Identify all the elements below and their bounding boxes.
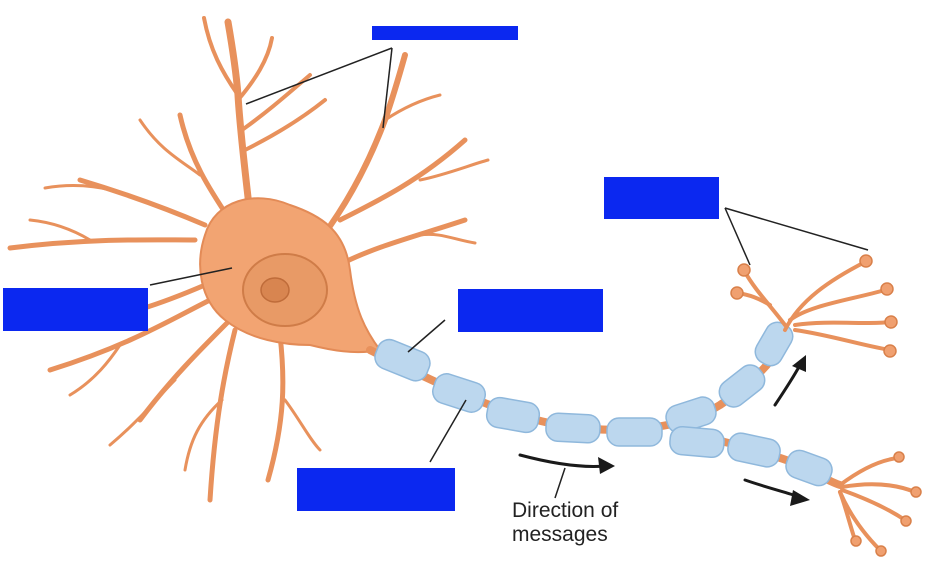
dendrites-label-box [372,26,518,40]
cell-body-label-box [3,288,148,331]
direction-caption: Direction of messages [512,499,618,547]
leader-lines [149,47,869,463]
myelin-sheath-label-box [458,289,603,332]
caption-line-1: Direction of [512,499,619,522]
axon-label-box [297,468,455,511]
caption-line-2: messages [512,523,608,546]
myelin-sheath-segments [374,321,833,487]
terminal-buttons [730,254,922,557]
axon-terminals [736,260,917,552]
caption-pointer [554,467,566,499]
arrow-heads [598,355,810,506]
nucleolus [260,277,290,303]
axon-terminals-label-box [604,177,719,219]
